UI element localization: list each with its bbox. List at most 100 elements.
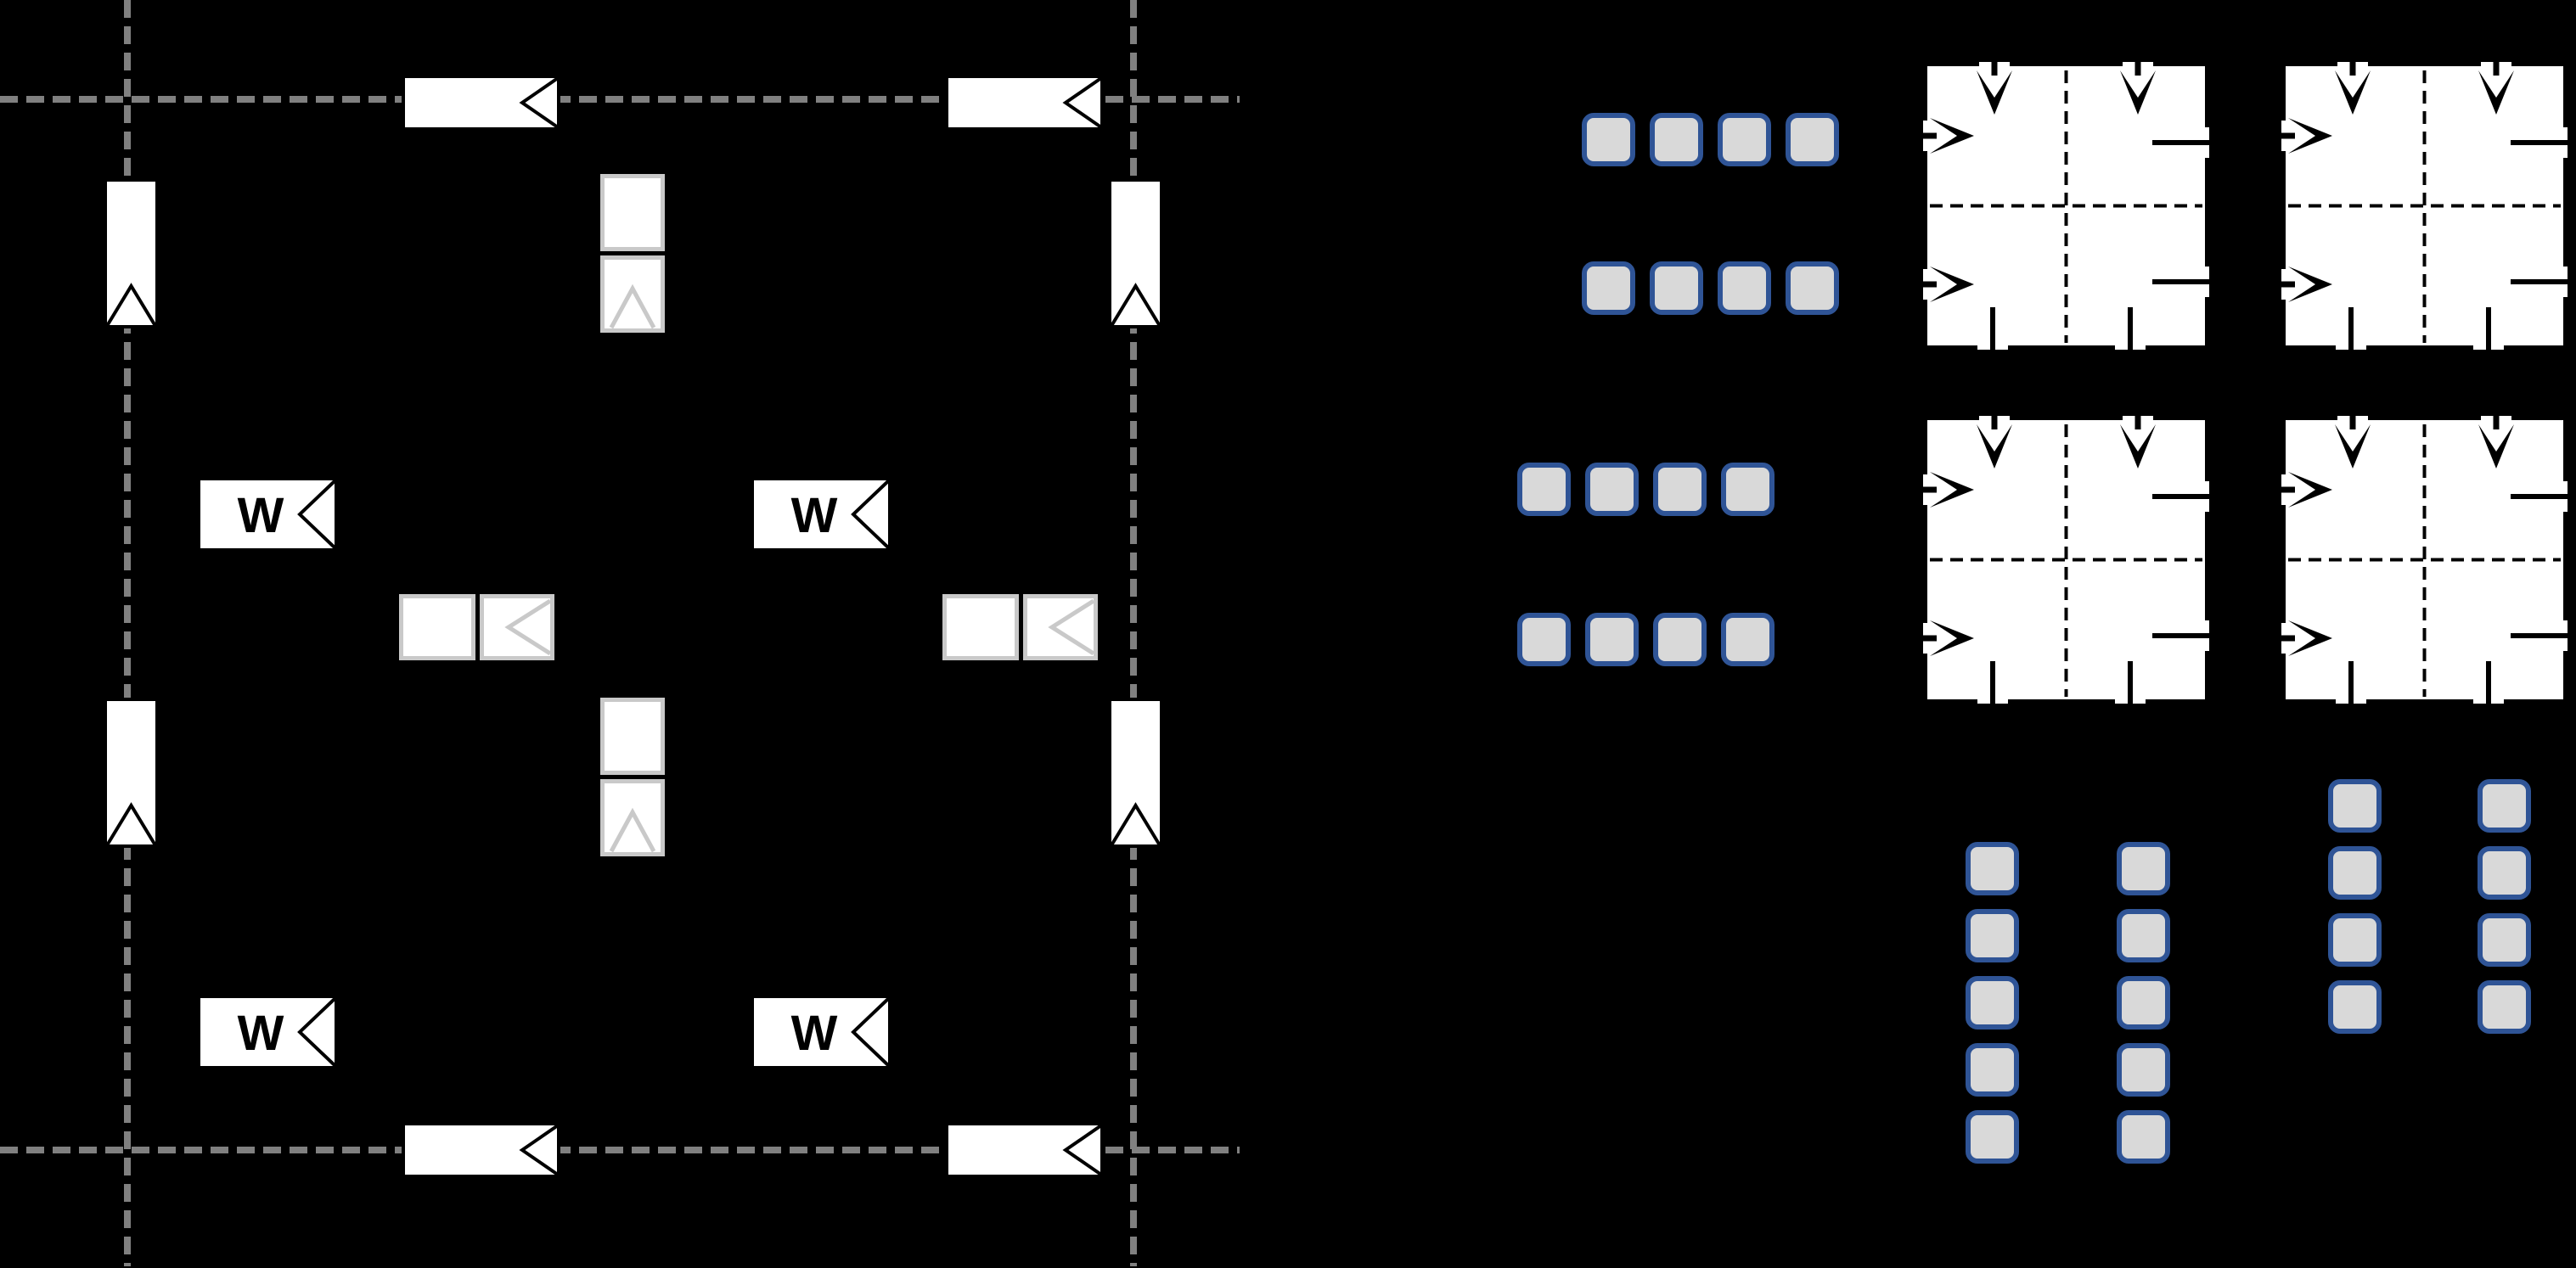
data-element-square xyxy=(1650,261,1703,315)
h-latch-body xyxy=(945,75,1104,131)
right-arrow-icon xyxy=(1930,118,1974,154)
data-element-square xyxy=(2478,980,2531,1034)
horizontal-pipeline-latch xyxy=(402,1122,560,1178)
pe-tile-box xyxy=(2281,62,2568,350)
horizontal-pipeline-latch xyxy=(945,75,1104,131)
output-stub-right xyxy=(2152,633,2209,638)
vertical-double-buffer xyxy=(600,698,665,856)
arrow-shaft xyxy=(1923,281,1937,288)
arrow-shaft xyxy=(2281,132,2295,139)
weight-box-body xyxy=(751,477,891,552)
grid-dashed-line-vertical xyxy=(124,0,131,1266)
data-element-square xyxy=(1585,463,1639,516)
weight-label: W xyxy=(238,488,284,543)
arrow-shaft xyxy=(2493,62,2500,76)
down-arrow-icon xyxy=(2120,424,2156,468)
arrow-shaft xyxy=(1923,486,1937,493)
data-element-square xyxy=(1721,613,1775,666)
arrow-shaft xyxy=(1923,635,1937,642)
data-element-square xyxy=(2117,976,2170,1030)
latch-notch-left-icon xyxy=(297,996,337,1068)
arrow-shaft xyxy=(2134,416,2141,429)
data-element-square xyxy=(2478,779,2531,833)
buffer-latch-cell xyxy=(600,255,665,333)
data-element-square xyxy=(1653,613,1707,666)
weight-box-body xyxy=(197,477,338,552)
weight-latch-box: W xyxy=(751,995,891,1069)
h-latch-body xyxy=(402,1122,560,1178)
arrow-shaft xyxy=(2349,416,2356,429)
horizontal-double-buffer xyxy=(399,594,554,660)
buffer-divider xyxy=(475,594,480,660)
latch-notch-left-icon xyxy=(1062,1124,1103,1176)
output-stub-bottom xyxy=(2128,307,2133,350)
vertical-pipeline-latch xyxy=(104,698,159,848)
output-stub-right xyxy=(2511,633,2568,638)
latch-notch-left-icon xyxy=(297,479,337,550)
weight-latch-box: W xyxy=(751,477,891,552)
buffer-divider xyxy=(600,775,665,779)
data-element-square xyxy=(1585,613,1639,666)
data-element-square xyxy=(1966,1110,2019,1164)
latch-notch-up-icon xyxy=(105,802,157,847)
down-arrow-icon xyxy=(2478,424,2514,468)
vertical-double-buffer xyxy=(600,174,665,333)
latch-notch-left-icon xyxy=(1062,76,1103,129)
output-stub-right xyxy=(2152,279,2209,284)
arrow-shaft xyxy=(1991,416,1998,429)
data-element-square xyxy=(1721,463,1775,516)
right-arrow-icon xyxy=(2288,620,2332,656)
arrow-shaft xyxy=(2349,62,2356,76)
data-element-square xyxy=(2328,913,2382,967)
horizontal-pipeline-latch xyxy=(945,1122,1104,1178)
right-arrow-icon xyxy=(2288,118,2332,154)
buffer-latch-cell xyxy=(600,779,665,856)
output-stub-right xyxy=(2511,140,2568,145)
data-element-square xyxy=(1517,463,1571,516)
vertical-pipeline-latch xyxy=(104,178,159,328)
latch-notch-left-icon xyxy=(504,598,552,656)
data-element-square xyxy=(1966,842,2019,895)
data-element-square xyxy=(1650,113,1703,166)
latch-notch-up-icon xyxy=(1110,802,1161,847)
buffer-divider xyxy=(600,251,665,255)
data-element-square xyxy=(1786,113,1839,166)
arrow-shaft xyxy=(2281,635,2295,642)
buffer-cell xyxy=(942,594,1019,660)
weight-box-body xyxy=(197,995,338,1069)
latch-notch-left-icon xyxy=(519,76,560,129)
output-stub-right xyxy=(2152,140,2209,145)
data-element-square xyxy=(1966,976,2019,1030)
down-arrow-icon xyxy=(1977,70,2012,115)
down-arrow-icon xyxy=(2335,424,2371,468)
grid-dashed-line-horizontal xyxy=(0,1147,1240,1153)
weight-label: W xyxy=(791,1006,838,1061)
output-stub-right xyxy=(2152,494,2209,499)
latch-notch-up-icon xyxy=(105,283,157,328)
weight-box-body xyxy=(751,995,891,1069)
horizontal-pipeline-latch xyxy=(402,75,560,131)
data-element-square xyxy=(2328,980,2382,1034)
latch-notch-up-icon xyxy=(609,283,656,329)
arrow-shaft xyxy=(2281,281,2295,288)
data-element-square xyxy=(1966,909,2019,962)
weight-latch-box: W xyxy=(197,995,338,1069)
data-element-square xyxy=(1517,613,1571,666)
vertical-pipeline-latch xyxy=(1108,698,1163,848)
output-stub-bottom xyxy=(2486,307,2491,350)
latch-notch-left-icon xyxy=(851,479,891,550)
right-arrow-icon xyxy=(2288,267,2332,302)
down-arrow-icon xyxy=(2335,70,2371,115)
latch-notch-up-icon xyxy=(1110,283,1161,328)
horizontal-double-buffer xyxy=(942,594,1098,660)
weight-label: W xyxy=(791,488,838,543)
h-latch-body xyxy=(402,75,560,131)
right-arrow-icon xyxy=(1930,620,1974,656)
buffer-cell xyxy=(600,174,665,251)
right-arrow-icon xyxy=(1930,472,1974,508)
down-arrow-icon xyxy=(2478,70,2514,115)
right-arrow-icon xyxy=(1930,267,1974,302)
buffer-divider xyxy=(1019,594,1023,660)
vertical-pipeline-latch xyxy=(1108,178,1163,328)
output-stub-bottom xyxy=(1990,661,1995,704)
